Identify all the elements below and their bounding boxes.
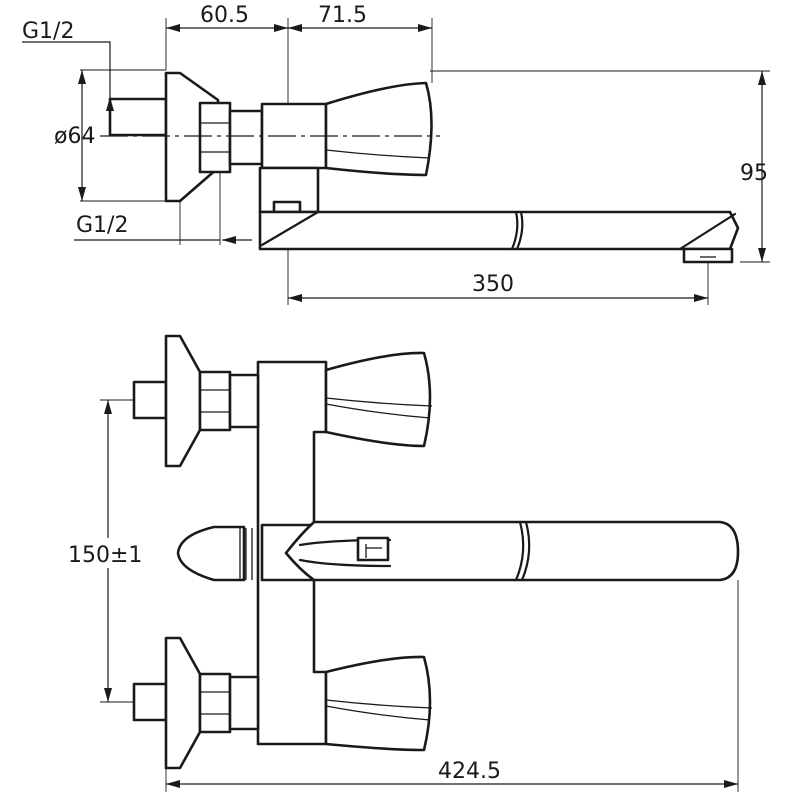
thread-top-label: G1/2 (22, 19, 74, 44)
upper-inlet-stub (132, 380, 168, 420)
lower-inlet-stub (132, 682, 168, 722)
front-view (132, 334, 740, 770)
spout-front (284, 520, 740, 582)
lower-flange (164, 636, 202, 770)
dim-71-5-label: 71.5 (318, 3, 367, 28)
overall-length-label: 424.5 (438, 759, 501, 784)
height-label: 95 (740, 161, 768, 186)
hex-nut (198, 101, 232, 174)
diameter-label: ø64 (54, 124, 95, 149)
front-view-dimensions: 150±1 424.5 (66, 399, 739, 792)
aerator (682, 247, 734, 264)
side-view-dimensions: G1/2 60.5 71.5 ø64 95 G1/2 350 (22, 3, 770, 305)
spout (258, 210, 740, 251)
upper-handle (324, 351, 432, 448)
spout-reach-label: 350 (472, 272, 514, 297)
thread-bottom-label: G1/2 (76, 213, 128, 238)
centers-label: 150±1 (68, 543, 142, 568)
diverter-button (356, 536, 390, 562)
handle (324, 81, 433, 177)
side-view (100, 71, 740, 264)
lower-handle (324, 655, 432, 752)
upper-flange (164, 334, 202, 468)
diverter-cap (176, 525, 246, 582)
upper-connector (228, 373, 260, 429)
lower-nut (198, 672, 232, 734)
dim-60-5-label: 60.5 (200, 3, 249, 28)
thread-top-leader (22, 41, 111, 132)
lower-connector (228, 675, 260, 731)
inlet-pipe-stub (108, 97, 168, 137)
connector-sleeve (228, 109, 264, 166)
upper-nut (198, 370, 232, 432)
